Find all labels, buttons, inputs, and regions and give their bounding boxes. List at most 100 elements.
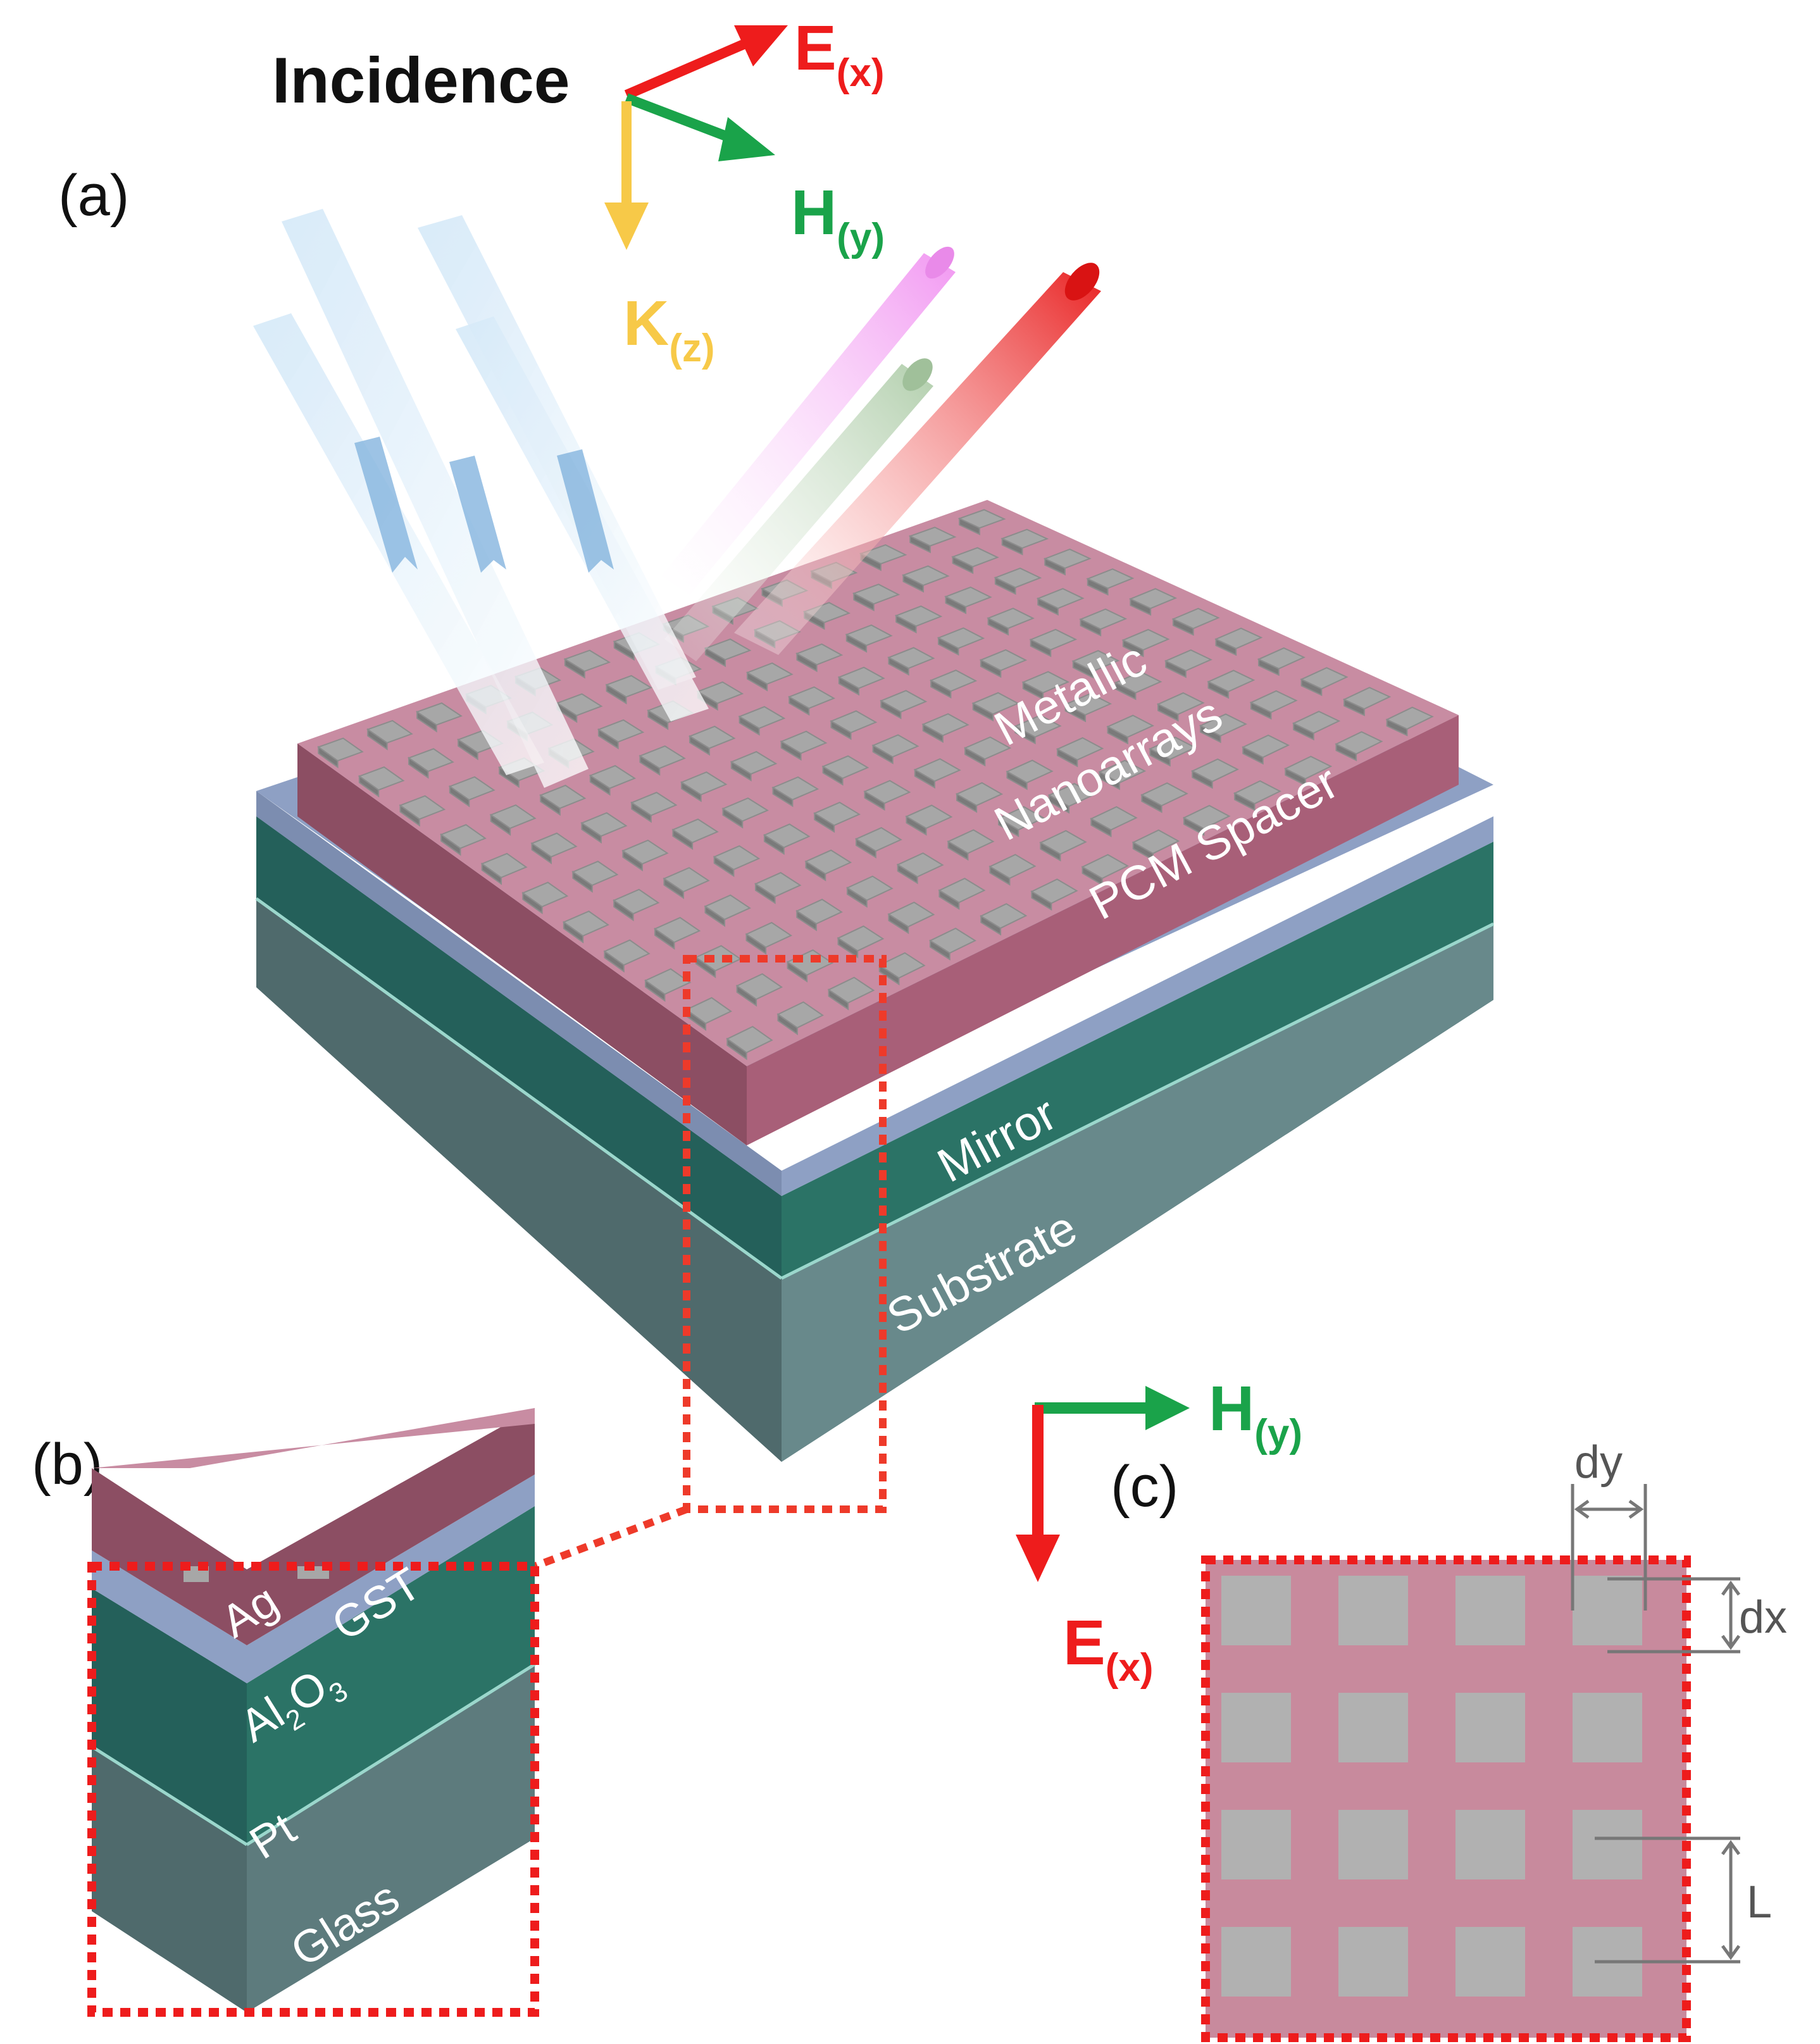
nanoblock	[988, 854, 1037, 879]
h-field-label: H	[791, 177, 837, 248]
nanoblock	[979, 649, 1028, 671]
nanoblock	[929, 670, 978, 692]
nanoblock	[955, 782, 1004, 806]
top-view-block	[1338, 1576, 1408, 1645]
nanoblock	[1030, 878, 1078, 904]
incidence-axes: Incidence E(x) H(y) K(z)	[272, 13, 885, 370]
h-axis-arrow-icon	[1035, 1386, 1190, 1430]
top-view-block	[1573, 1576, 1642, 1645]
nanoblock	[827, 976, 875, 1004]
nanoblock	[937, 627, 985, 649]
nanoblock	[957, 509, 1006, 529]
nanoblock	[1207, 670, 1256, 692]
nanoblock	[1214, 627, 1263, 650]
svg-text:K(z): K(z)	[623, 288, 715, 370]
h-axis-label: H	[1209, 1373, 1254, 1444]
nanoblock	[530, 832, 578, 858]
nanoblock	[603, 939, 651, 966]
nanoblock	[653, 916, 701, 944]
incident-beam-icon	[282, 209, 589, 788]
nanoblock	[1199, 713, 1247, 737]
nanoblock	[562, 910, 609, 937]
nanoblock	[726, 1026, 773, 1054]
zoom-connector	[533, 1505, 689, 1570]
h-field-arrow-icon	[625, 93, 775, 161]
e-field-label: E	[794, 13, 837, 84]
reflected-beams	[661, 246, 1101, 661]
nanoblock	[1121, 628, 1170, 651]
zoomed-stack	[90, 1408, 536, 2012]
nanoblock	[1021, 671, 1070, 694]
nanoblock	[639, 745, 686, 770]
nanoblock	[1156, 692, 1205, 715]
nanoblock	[754, 871, 802, 898]
svg-text:H(y): H(y)	[1209, 1373, 1302, 1455]
nanoblock	[1098, 759, 1147, 784]
nanoblock	[745, 662, 794, 685]
nanoblock	[1090, 806, 1138, 831]
nanoblock	[1300, 667, 1349, 690]
nanoblock	[605, 675, 652, 698]
nanoblock	[1071, 650, 1120, 672]
dimension-annotations	[1571, 1484, 1741, 1964]
panel-c-label: (c)	[1111, 1454, 1178, 1519]
nanoblock	[795, 643, 844, 666]
nanoblock	[613, 888, 660, 915]
nanoblock	[1128, 588, 1178, 609]
top-view-block	[1221, 1927, 1291, 1997]
top-view-block	[1455, 1693, 1525, 1762]
top-view-block	[1455, 1810, 1525, 1879]
nanoblock	[1000, 528, 1049, 549]
nanoblock	[854, 826, 902, 852]
nanoblock	[830, 710, 878, 733]
panel-a-label: (a)	[58, 163, 129, 228]
svg-text:E(x): E(x)	[794, 13, 884, 95]
top-view-block	[1573, 1810, 1642, 1879]
nanoblock	[845, 875, 894, 901]
top-view-block	[1455, 1927, 1525, 1997]
nanoblock	[663, 867, 710, 893]
nanoblock	[1086, 568, 1135, 589]
device-stack	[255, 500, 1495, 1462]
panel-b-label: (b)	[32, 1432, 103, 1497]
nanoblock	[859, 544, 907, 565]
nanoblock	[776, 1001, 825, 1029]
nanoblock	[928, 927, 976, 954]
nanoblock	[879, 690, 928, 713]
nanoblock	[439, 824, 487, 849]
nanoblock	[1342, 687, 1392, 710]
nanoblock	[448, 776, 496, 801]
nanoblock	[1149, 736, 1197, 760]
nanoblock	[786, 949, 834, 976]
zoom-al2o3-layer	[92, 1474, 535, 1683]
top-view-block	[1338, 1810, 1408, 1879]
nanoblock	[489, 804, 537, 830]
top-view-block	[1573, 1693, 1642, 1762]
nanoblock	[745, 921, 793, 949]
nanoblock	[1292, 711, 1341, 734]
nanoblock	[837, 925, 885, 952]
h-field-subscript: (y)	[837, 216, 885, 259]
top-view-border	[1201, 1555, 1691, 2042]
nanoblock	[1385, 706, 1434, 730]
nanoblock	[704, 894, 751, 921]
nanoblock	[1249, 690, 1298, 713]
nanoblock	[685, 997, 733, 1025]
nanoblock	[821, 755, 869, 779]
zoom-region-box	[683, 955, 887, 1513]
nanoblock	[1039, 830, 1087, 855]
nanoblock	[1233, 780, 1281, 805]
nanoblock	[787, 686, 835, 709]
nanoblock	[630, 792, 678, 816]
top-view-block	[1338, 1693, 1408, 1762]
top-view-block	[1221, 1693, 1291, 1762]
zoom-gst-layer	[92, 1408, 535, 1645]
nanoblock	[1036, 588, 1085, 609]
nanoblock	[1182, 804, 1231, 830]
nanoblock	[1140, 782, 1188, 807]
nanoblock	[1006, 759, 1054, 783]
k-vector-subscript: (z)	[669, 327, 714, 370]
top-view-blocks	[1221, 1576, 1642, 1997]
top-view-block	[1221, 1810, 1291, 1879]
nanoblock	[938, 878, 986, 904]
